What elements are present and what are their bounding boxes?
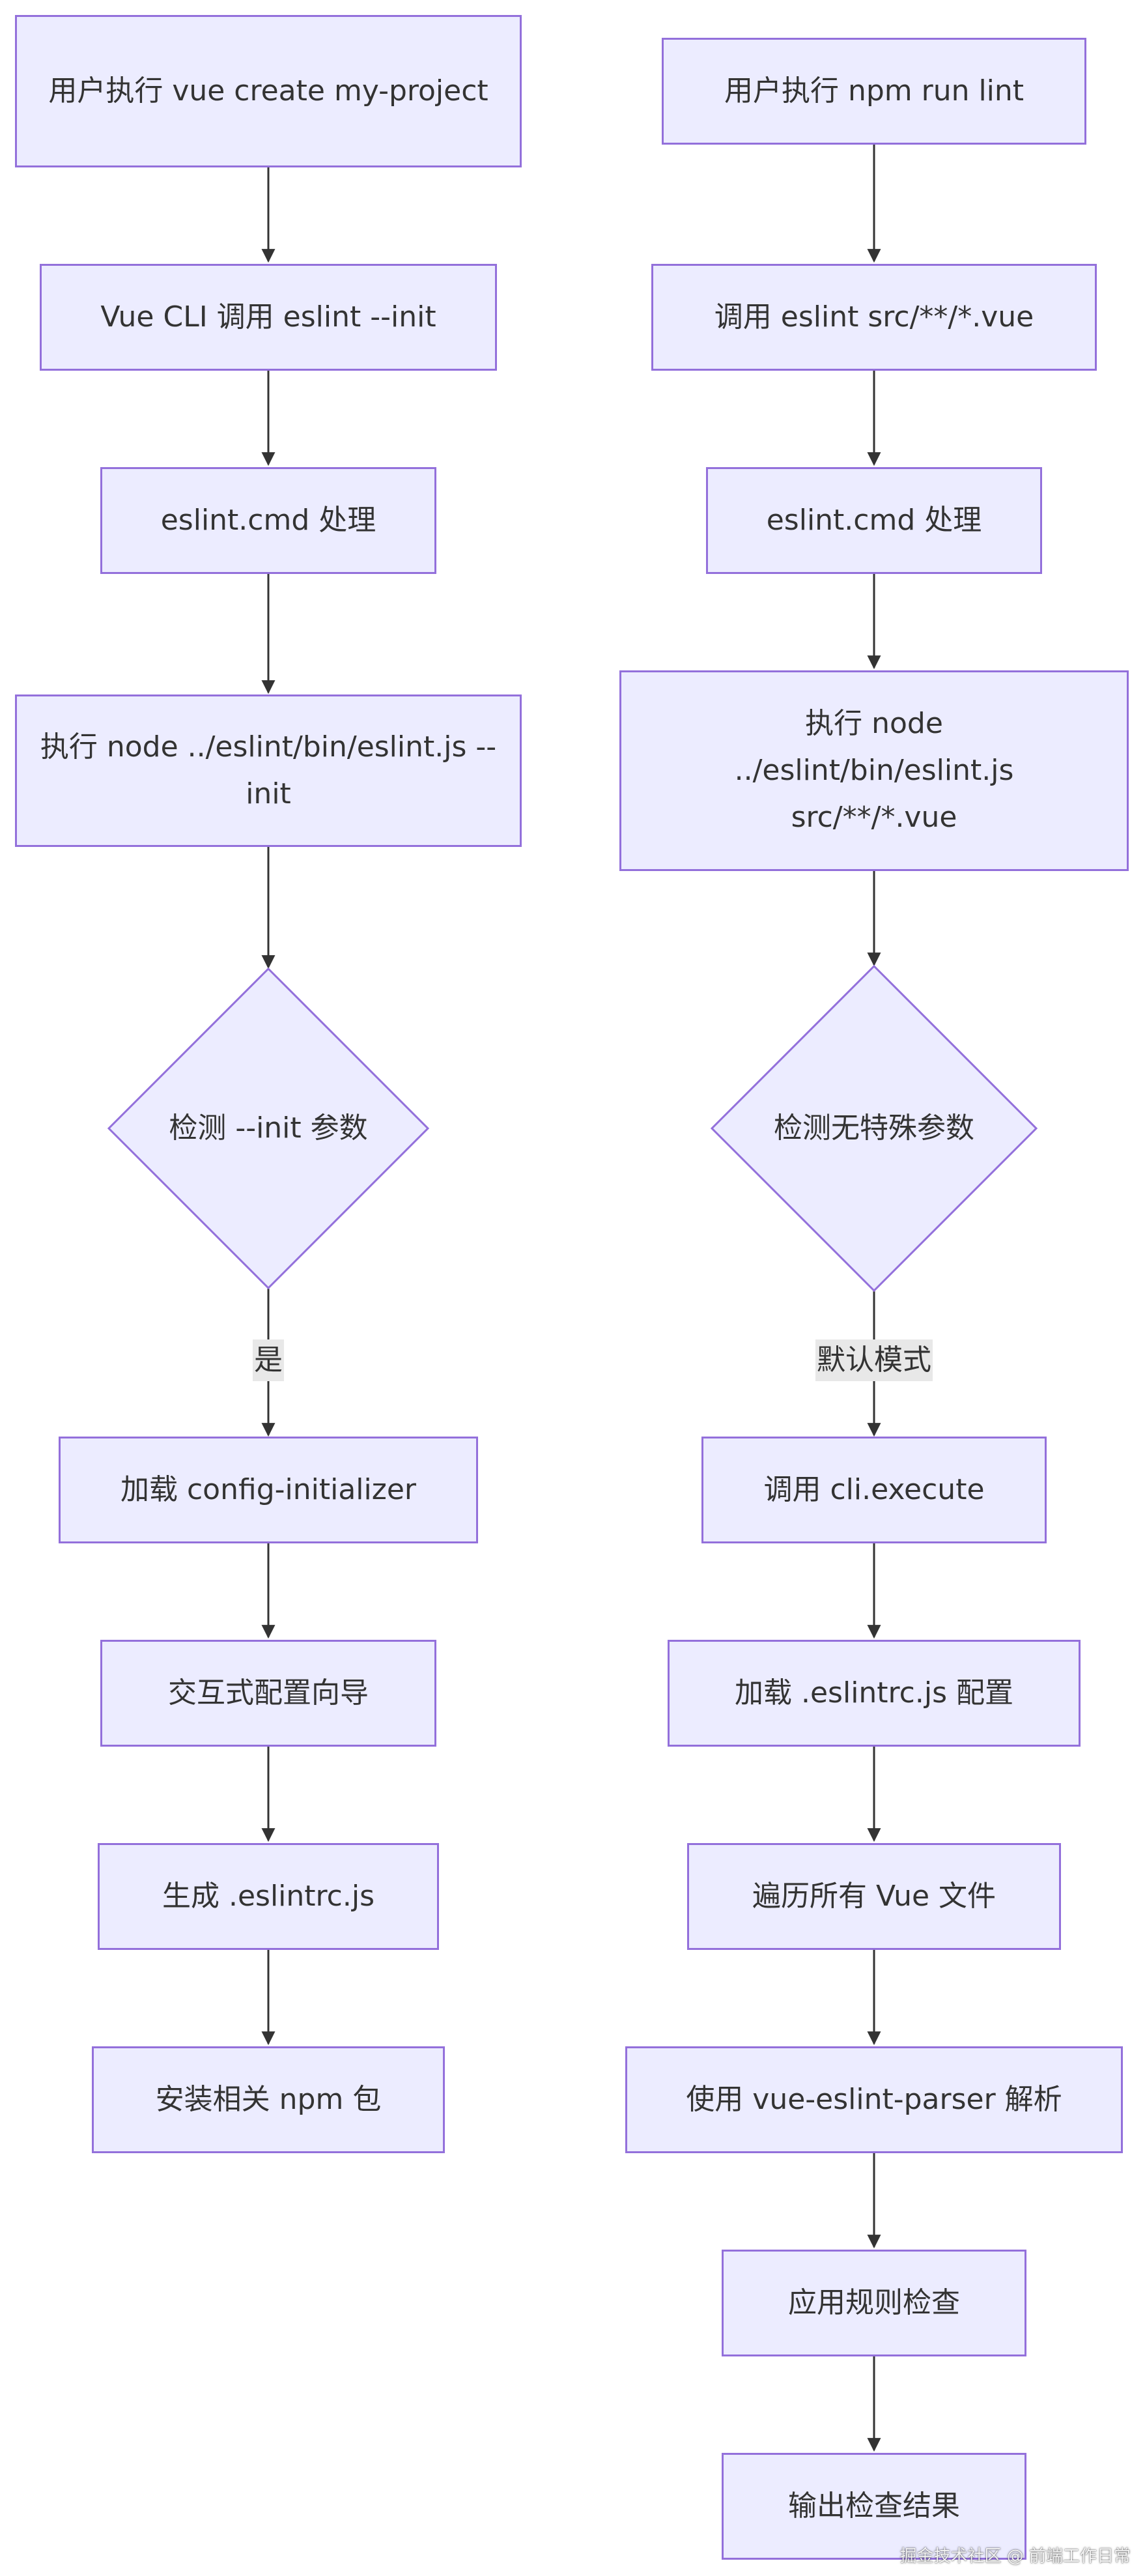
left-decision-label: 检测 --init 参数: [169, 1111, 368, 1145]
left-node-eslint-cmd-label: eslint.cmd 处理: [160, 504, 376, 537]
left-node-vue-create: 用户执行 vue create my-project: [15, 15, 522, 167]
left-node-exec-node-label: 执行 node ../eslint/bin/eslint.js --init: [40, 730, 497, 810]
left-node-cli-init: Vue CLI 调用 eslint --init: [40, 264, 497, 371]
right-node-parser-label: 使用 vue-eslint-parser 解析: [686, 2083, 1062, 2116]
left-node-wizard-label: 交互式配置向导: [168, 1676, 369, 1710]
right-node-cli-execute: 调用 cli.execute: [701, 1437, 1047, 1543]
right-node-npm-run-lint: 用户执行 npm run lint: [662, 38, 1086, 145]
right-node-output-results: 输出检查结果: [722, 2453, 1026, 2560]
right-node-eslint-cmd-label: eslint.cmd 处理: [766, 504, 982, 537]
left-node-config-initializer-label: 加载 config-initializer: [120, 1473, 416, 1506]
watermark: 掘金技术社区 @ 前端工作日常: [899, 2547, 1131, 2566]
right-node-exec-node-label: 执行 node ../eslint/bin/eslint.js src/**/*…: [734, 707, 1014, 834]
left-node-vue-create-label: 用户执行 vue create my-project: [48, 74, 488, 107]
right-node-traverse-files-label: 遍历所有 Vue 文件: [752, 1880, 997, 1913]
right-node-apply-rules-label: 应用规则检查: [788, 2286, 960, 2319]
left-node-eslint-cmd: eslint.cmd 处理: [100, 467, 436, 574]
left-node-exec-node: 执行 node ../eslint/bin/eslint.js --init: [15, 694, 522, 847]
right-node-load-config: 加载 .eslintrc.js 配置: [668, 1640, 1081, 1747]
left-node-generate-eslintrc-label: 生成 .eslintrc.js: [162, 1880, 375, 1913]
right-decision: 检测无特殊参数: [712, 1044, 1036, 1213]
right-node-apply-rules: 应用规则检查: [722, 2250, 1026, 2356]
right-node-call-eslint-label: 调用 eslint src/**/*.vue: [714, 300, 1034, 334]
left-node-install-packages: 安装相关 npm 包: [92, 2046, 445, 2153]
left-node-generate-eslintrc: 生成 .eslintrc.js: [98, 1843, 439, 1950]
right-decision-diamond: [710, 964, 1038, 1293]
left-decision-diamond: [107, 967, 430, 1290]
left-node-wizard: 交互式配置向导: [100, 1640, 436, 1747]
left-node-cli-init-label: Vue CLI 调用 eslint --init: [100, 300, 436, 334]
left-node-install-packages-label: 安装相关 npm 包: [155, 2083, 382, 2116]
right-edge-label-default-mode: 默认模式: [815, 1339, 933, 1381]
right-node-npm-run-lint-label: 用户执行 npm run lint: [724, 74, 1025, 107]
left-edge-label-yes: 是: [253, 1339, 284, 1381]
right-node-cli-execute-label: 调用 cli.execute: [763, 1473, 985, 1506]
right-node-output-results-label: 输出检查结果: [788, 2489, 960, 2523]
right-decision-label: 检测无特殊参数: [774, 1111, 974, 1145]
left-node-config-initializer: 加载 config-initializer: [59, 1437, 478, 1543]
right-node-call-eslint: 调用 eslint src/**/*.vue: [651, 264, 1097, 371]
right-node-exec-node: 执行 node ../eslint/bin/eslint.js src/**/*…: [619, 670, 1129, 871]
right-node-load-config-label: 加载 .eslintrc.js 配置: [735, 1676, 1013, 1710]
left-decision: 检测 --init 参数: [109, 1044, 428, 1213]
right-node-eslint-cmd: eslint.cmd 处理: [706, 467, 1042, 574]
right-node-parser: 使用 vue-eslint-parser 解析: [625, 2046, 1123, 2153]
right-node-traverse-files: 遍历所有 Vue 文件: [687, 1843, 1061, 1950]
